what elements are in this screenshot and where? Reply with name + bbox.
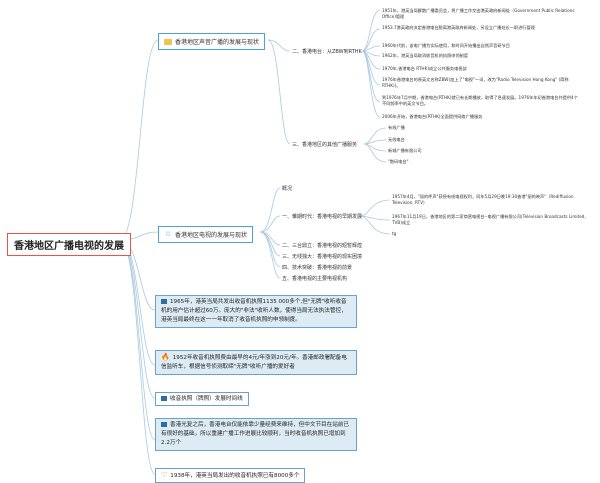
tv-sub1-item-3[interactable]: tg bbox=[392, 231, 397, 236]
card-timeline-text: 收音执照（牌照）发展时间线 bbox=[170, 396, 243, 402]
card-1952[interactable]: 🔥1952年收音机执照费由最早的4元/年涨到20元/年。香港邮政署配备电信监听车… bbox=[155, 350, 357, 375]
tv-sub4[interactable]: 四、技术突破：香港电视的前景 bbox=[282, 265, 353, 271]
topic-tv-label: 香港地区电视的发展与现状 bbox=[175, 232, 248, 239]
flag-icon bbox=[161, 422, 167, 427]
radio-sub3-item-1[interactable]: 有线广播 bbox=[388, 125, 405, 130]
tv-overview[interactable]: 概况 bbox=[282, 186, 293, 192]
radio-sub2-item-4[interactable]: 1962年，港英当局取消收音机的执照申领制度 bbox=[382, 53, 469, 58]
topic-radio-label: 香港地区声音广播的发展与现状 bbox=[175, 39, 260, 46]
tv-sub2[interactable]: 二、三台鼎立：香港电视的短暂辉煌 bbox=[282, 243, 363, 249]
heart-icon: ♡ bbox=[161, 471, 168, 479]
radio-sub2-item-3[interactable]: 1960年代前，该电广播为实际使用，和时间开始播出自然声音研节目 bbox=[382, 43, 510, 48]
radio-sub3[interactable]: 三、香港地区的其他广播服务 bbox=[292, 142, 358, 148]
topic-tv[interactable]: ☆ 香港地区电视的发展与现状 bbox=[158, 226, 254, 243]
card-postwar-text: 香港光复之后，香港电台仅能依靠少量经费来维持，但中文节目在站前已有很好的基础，所… bbox=[161, 422, 350, 446]
card-1965[interactable]: 1965年，港英当局共发出收音机执照1135 000多个,但"无牌"收听收音机的… bbox=[155, 295, 357, 328]
folder-icon bbox=[164, 38, 172, 45]
card-1938-text: 1938年，港英当局发出的收音机执照已有8000多个 bbox=[170, 473, 300, 479]
card-1952-text: 1952年收音机执照费由最早的4元/年涨到20元/年。香港邮政署配备电信监听车，… bbox=[161, 355, 347, 370]
tv-sub1-item-1[interactable]: 1957年4月，"丽的呼声"获授有线电视权利，同年5月29日晚19:30香港"丽… bbox=[392, 194, 574, 205]
card-postwar[interactable]: 香港光复之后，香港电台仅能依靠少量经费来维持，但中文节目在站前已有很好的基础，所… bbox=[155, 418, 357, 451]
star-icon: ☆ bbox=[164, 230, 172, 238]
radio-sub2[interactable]: 二、香港电台：从ZBW到RTHK bbox=[292, 49, 362, 55]
radio-sub3-item-4[interactable]: "数码电台" bbox=[388, 159, 409, 164]
radio-sub3-item-2[interactable]: 无线电台 bbox=[388, 137, 405, 142]
radio-sub2-item-6[interactable]: 1976年香港电台的原英文名称ZBW(加上了"电视"一词，改为"Radio Te… bbox=[382, 77, 569, 88]
card-1938[interactable]: ♡1938年，港英当局发出的收音机执照已有8000多个 bbox=[155, 468, 306, 483]
radio-sub3-item-3[interactable]: 新城广播有限公司 bbox=[388, 148, 422, 153]
radio-sub2-item-2[interactable]: 1953.7港英政府决定香港电台脱离港英政府新闻处，另设立广播处长一职进行管理 bbox=[382, 25, 535, 30]
tv-sub1-item-2[interactable]: 1967年11月19日，香港地区的第二家商营电视台--电视广播有限公司(Tele… bbox=[392, 214, 586, 225]
fire-icon: 🔥 bbox=[161, 353, 170, 361]
radio-sub2-item-1[interactable]: 1951年，港英当局解散广播委员会，将广播工作交由港英政府新闻处（Governm… bbox=[382, 8, 575, 19]
tv-sub5[interactable]: 五、香港电视的主要电视机构 bbox=[282, 276, 348, 282]
topic-radio[interactable]: 香港地区声音广播的发展与现状 bbox=[158, 33, 266, 50]
radio-sub2-item-8[interactable]: 2006年开始，香港电台(RTHK)全面提供网络广播服务 bbox=[382, 114, 483, 119]
radio-sub2-item-5[interactable]: 1970年,香港电台 RTHK)成立公共服务电视部 bbox=[382, 66, 467, 71]
tv-sub3[interactable]: 三、无线独大：香港电视的现实困境 bbox=[282, 254, 363, 260]
flag-icon bbox=[161, 396, 167, 401]
radio-sub2-item-7[interactable]: 到1976年7月中期，香港电台(RTHK)就已有长期播放，取得了急速发展。197… bbox=[382, 95, 578, 106]
root-topic[interactable]: 香港地区广播电视的发展 bbox=[7, 233, 131, 256]
card-1965-text: 1965年，港英当局共发出收音机执照1135 000多个,但"无牌"收听收音机的… bbox=[161, 299, 347, 323]
flag-icon bbox=[161, 299, 167, 304]
tv-sub1[interactable]: 一、雏期时代：香港电视的早期发展 bbox=[282, 214, 363, 220]
card-timeline[interactable]: 收音执照（牌照）发展时间线 bbox=[155, 392, 249, 406]
